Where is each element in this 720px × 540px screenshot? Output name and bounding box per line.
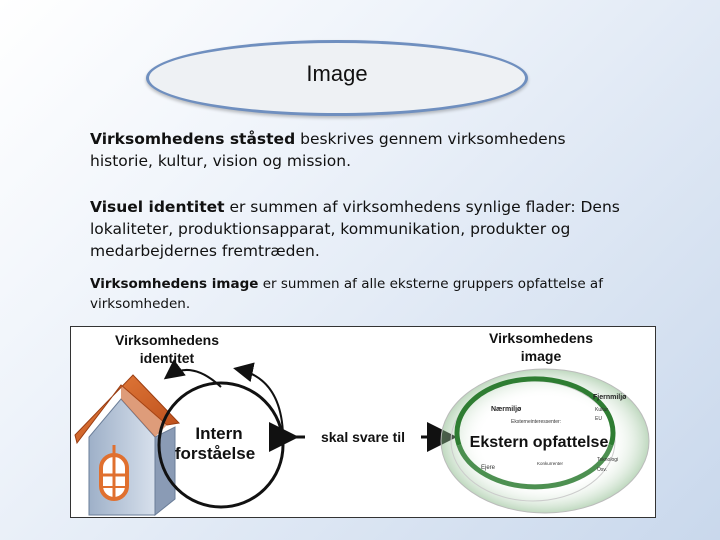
right-heading-line1: Virksomhedens	[489, 330, 593, 346]
page-title: Image	[306, 61, 368, 86]
title-ellipse: Image	[146, 40, 528, 116]
paragraph-image-text: er summen af alle eksterne gruppers opfa…	[90, 276, 603, 312]
paragraph-stasted-bold: Virksomhedens ståsted	[90, 130, 296, 148]
diagram-canvas: Virksomhedens identitet Intern forståels…	[74, 330, 650, 517]
ring-label-kultur: Kultur	[595, 407, 608, 413]
right-heading-line2: image	[521, 348, 562, 364]
inner-label-line2: forståelse	[175, 444, 255, 463]
ring-label-ejere: Ejere	[481, 465, 496, 471]
green-ring-top	[454, 376, 616, 446]
paragraph-stasted: Virksomhedens ståsted beskrives gennem v…	[90, 128, 610, 172]
green-ring-bottom	[456, 444, 614, 490]
curved-arrow-left	[163, 359, 222, 388]
paragraph-image: Virksomhedens image er summen af alle ek…	[90, 274, 650, 314]
identity-image-diagram: Virksomhedens identitet Intern forståels…	[70, 326, 656, 518]
ring-label-fjernmiljo: Fjernmiljø	[593, 394, 627, 401]
ring-label-eksterne: Eksterneinteressenter:	[511, 419, 561, 425]
left-heading-line2: identitet	[140, 350, 195, 366]
paragraph-visuel-identitet: Visuel identitet er summen af virksomhed…	[90, 196, 630, 262]
paragraph-visuel-identitet-bold: Visuel identitet	[90, 198, 225, 216]
curved-arrow-right	[233, 362, 285, 446]
arrow-label: skal svare til	[321, 429, 405, 445]
ring-label-teknologi: Teknologi	[597, 457, 618, 463]
ring-label-naermiljo: Nærmiljø	[491, 406, 522, 413]
ring-label-eu: EU	[595, 416, 602, 422]
inner-label-line1: Intern	[195, 424, 242, 443]
left-heading-line1: Virksomhedens	[115, 332, 219, 348]
ring-label-osv: Osv.	[597, 467, 607, 473]
paragraph-image-bold: Virksomhedens image	[90, 276, 259, 292]
outer-label: Ekstern opfattelse	[470, 434, 609, 451]
paragraph-visuel-identitet-text: er summen af virksomhedens synlige flade…	[90, 198, 620, 260]
paragraph-stasted-text: beskrives gennem virksomhedens historie,…	[90, 130, 566, 170]
ring-label-konkurrenter: Konkurrenter	[537, 461, 564, 466]
arrow-label-bg	[305, 427, 421, 447]
house-icon	[74, 374, 181, 517]
